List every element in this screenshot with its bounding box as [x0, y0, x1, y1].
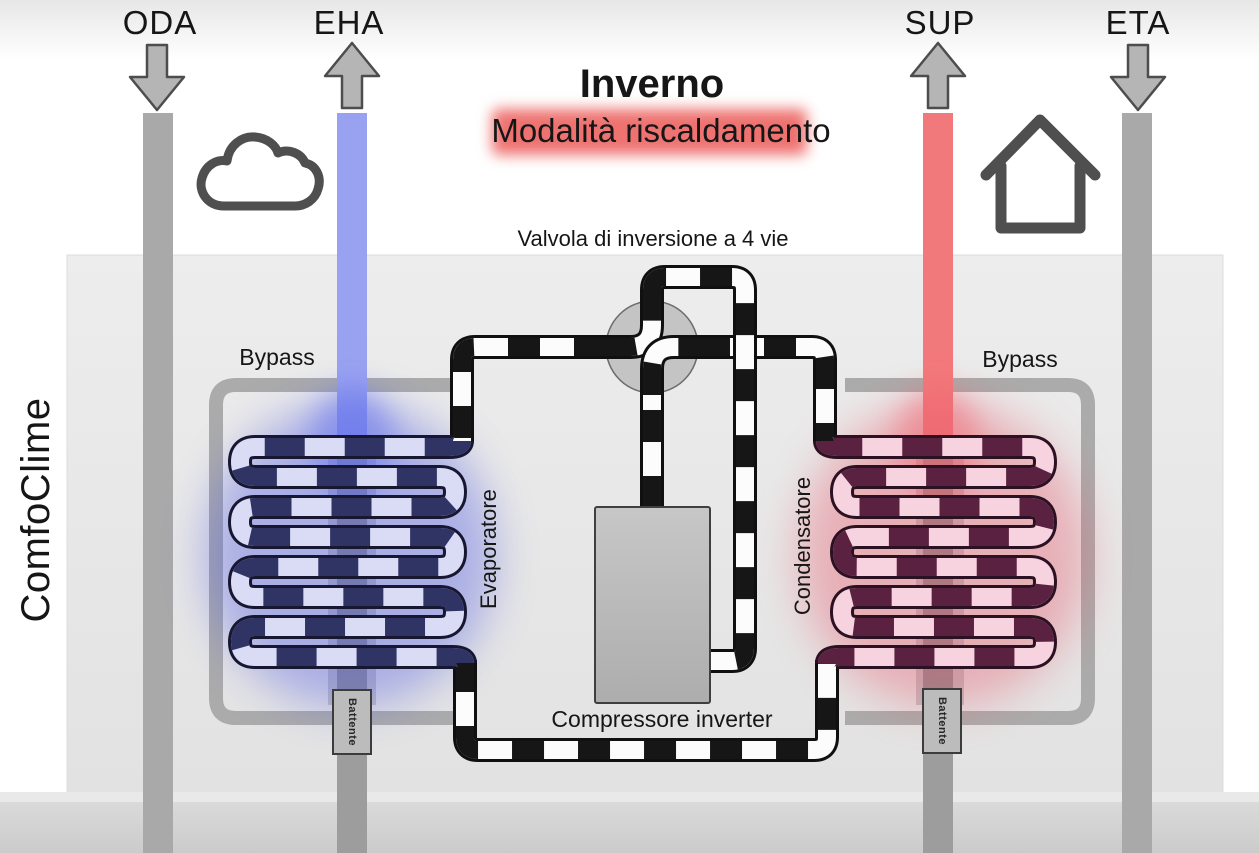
- bypass-duct-right: [845, 378, 1095, 725]
- floor: [0, 802, 1259, 853]
- oda-duct: [143, 113, 173, 853]
- stream-label-eta: ETA: [1105, 4, 1171, 41]
- oda-arrow-down-icon: [128, 43, 186, 112]
- eta-arrow-down-icon: [1109, 43, 1167, 112]
- compressor-label: Compressore inverter: [551, 706, 773, 732]
- top-fade: [0, 0, 1259, 60]
- cloud-icon: [196, 132, 324, 211]
- evaporator-label: Evaporatore: [476, 489, 501, 609]
- page-subtitle: Modalità riscaldamento: [491, 112, 831, 149]
- valve-label: Valvola di inversione a 4 vie: [517, 226, 789, 251]
- house-icon: [980, 114, 1101, 234]
- stream-label-sup: SUP: [904, 4, 976, 41]
- damper-box-right: [922, 688, 962, 754]
- bypass-label-right: Bypass: [982, 346, 1058, 372]
- sup-arrow-up-icon: [909, 41, 967, 110]
- brand-label: ComfoClime: [14, 397, 58, 623]
- stream-label-eha: EHA: [313, 4, 385, 41]
- compressor-body: [594, 506, 711, 704]
- eta-duct: [1122, 113, 1152, 853]
- damper-label-left: Battente: [346, 697, 358, 746]
- eha-duct: [337, 113, 367, 443]
- bypass-label-left: Bypass: [239, 344, 315, 370]
- damper-box-left: [332, 689, 372, 755]
- four-way-valve: [604, 299, 700, 395]
- subtitle-highlight: [492, 109, 807, 155]
- sup-duct: [923, 113, 953, 443]
- floor-edge: [0, 792, 1259, 802]
- stream-label-oda: ODA: [122, 4, 198, 41]
- damper-label-right: Battente: [936, 696, 948, 745]
- eha-arrow-up-icon: [323, 41, 381, 110]
- condenser-label: Condensatore: [790, 476, 815, 616]
- page-title: Inverno: [579, 62, 725, 106]
